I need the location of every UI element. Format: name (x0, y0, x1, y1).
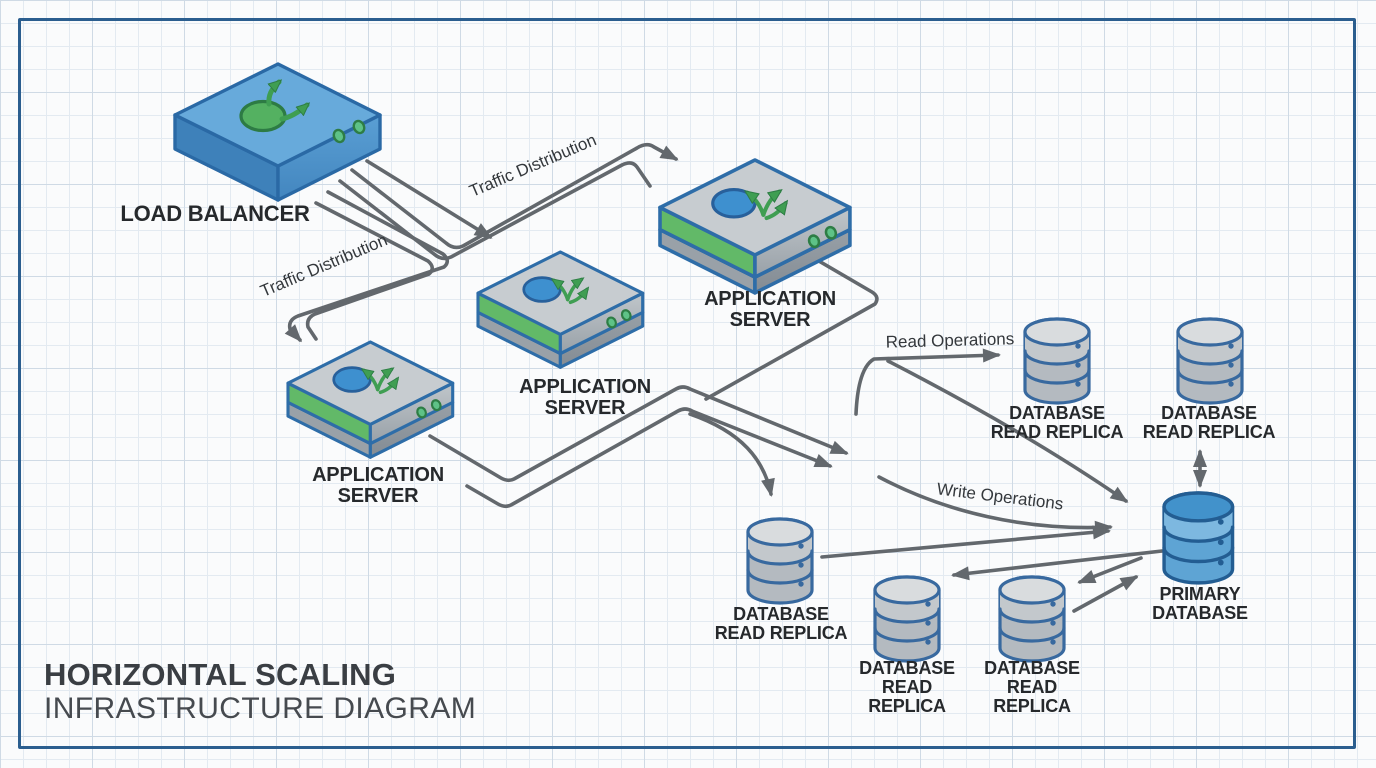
edge-lb-to-app-middle (365, 159, 493, 239)
title-subtitle-line: INFRASTRUCTURE DIAGRAM (44, 692, 477, 725)
edge-primary-to-replica-bm (951, 549, 1164, 581)
primary-database-label: PRIMARY DATABASE (1152, 584, 1248, 623)
read-replica-bottom-middle-label: DATABASE READ REPLICA (859, 658, 955, 716)
app-server-middle-label: APPLICATION SERVER (519, 376, 651, 419)
edge-to-replica-bl (688, 412, 775, 497)
edge-lb-to-app-bottom (284, 190, 450, 343)
node-read-replica-bottom-right (1000, 577, 1064, 661)
edge-write-operations (877, 475, 1113, 535)
edge-lb-to-app-bottom-2 (305, 201, 435, 341)
read-replica-bottom-left-label: DATABASE READ REPLICA (714, 604, 848, 643)
node-read-replica-bottom-left (748, 519, 812, 603)
read-operations-label: Read Operations (885, 329, 1015, 352)
node-app-server-middle (478, 252, 643, 367)
node-app-server-top (660, 160, 850, 293)
app-server-bottom-label: APPLICATION SERVER (312, 464, 444, 507)
node-primary-database (1164, 493, 1233, 583)
distribute-node-icon (239, 99, 287, 133)
edge-app-top-return (704, 248, 879, 401)
edge-read-operations (854, 348, 1001, 416)
diagram-title: HORIZONTAL SCALING INFRASTRUCTURE DIAGRA… (44, 659, 476, 724)
node-read-replica-top-left (1025, 319, 1089, 403)
read-replica-bottom-right-label: DATABASE READ REPLICA (984, 658, 1080, 716)
app-server-top-label: APPLICATION SERVER (704, 288, 836, 331)
edge-to-primary-curve (886, 359, 1129, 503)
node-read-replica-top-right (1178, 319, 1242, 403)
edge-app-junction-2 (465, 407, 833, 509)
title-primary-line: HORIZONTAL SCALING (44, 657, 397, 692)
edge-replica-br-to-primary (1072, 575, 1139, 613)
read-replica-top-right-label: DATABASE READ REPLICA (1142, 403, 1276, 442)
read-replica-top-left-label: DATABASE READ REPLICA (990, 403, 1124, 442)
edge-replica-bl-to-primary (820, 525, 1111, 559)
distribute-arrows-icon (266, 82, 307, 122)
edges (284, 142, 1207, 613)
led-indicator (332, 119, 366, 144)
edge-app-junction-1 (428, 385, 849, 483)
edge-lb-to-app-top (350, 142, 679, 250)
node-app-server-bottom (288, 342, 453, 457)
edge-lb-to-app-top-2 (338, 161, 652, 261)
node-read-replica-bottom-middle (875, 577, 939, 661)
node-load-balancer (173, 62, 382, 202)
edge-primary-to-replica-br (1077, 556, 1143, 584)
load-balancer-label: LOAD BALANCER (120, 201, 310, 226)
